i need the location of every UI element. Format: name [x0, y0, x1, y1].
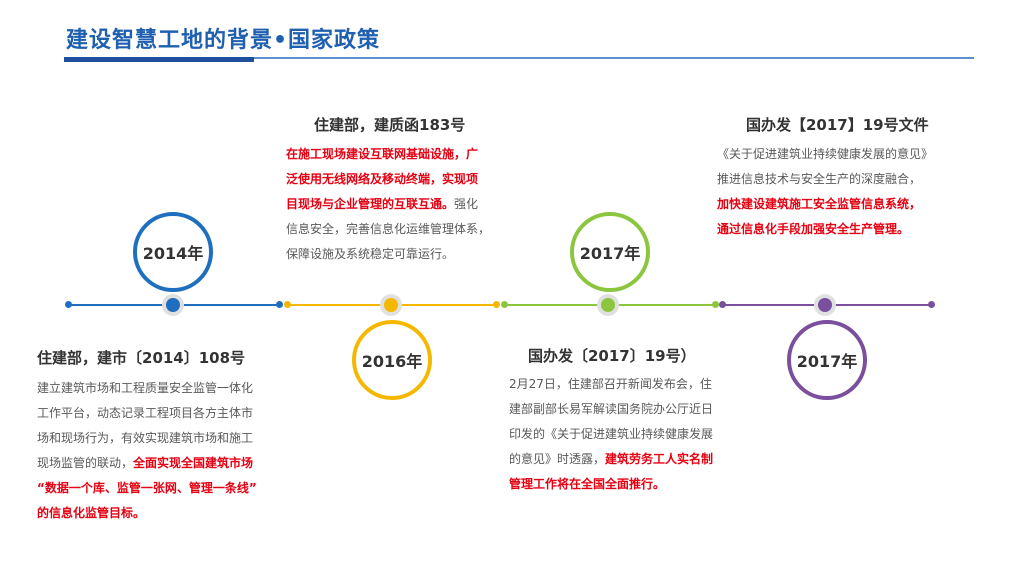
highlight-text: “数据一个库、监管一张网、管理一条线” [37, 481, 257, 495]
highlight-text: 目现场与企业管理的互联互通。 [286, 197, 455, 211]
text-line: 加快建设建筑施工安全监管信息系统， [717, 192, 957, 217]
highlight-text: 管理工作将在全国全面推行。 [509, 477, 666, 491]
timeline-node-2017-a [597, 294, 619, 316]
timeline-end-dot [284, 301, 291, 308]
body-text: 现场监管的联动， [37, 456, 134, 470]
title-underline [64, 57, 974, 59]
title-underline-accent [64, 57, 254, 62]
timeline-node-2014 [162, 294, 184, 316]
text-line: 2月27日，住建部召开新闻发布会，住 [509, 372, 739, 397]
highlight-text: 在施工现场建设互联网基础设施，广 [286, 147, 479, 161]
text-line: 通过信息化手段加强安全生产管理。 [717, 217, 957, 242]
year-circle-2014: 2014年 [133, 212, 213, 292]
body-text: 印发的《关于促进建筑业持续健康发展 [509, 427, 714, 441]
event-text-2014: 建立建筑市场和工程质量安全监管一体化工作平台，动态记录工程项目各方主体市场和现场… [37, 376, 297, 526]
body-text: 信息安全，完善信息化运维管理体系， [286, 222, 491, 236]
highlight-text: 全面实现全国建筑市场 [133, 456, 254, 470]
highlight-text: 的信息化监管目标。 [37, 506, 146, 520]
event-text-2017-a: 2月27日，住建部召开新闻发布会，住建部副部长易军解读国务院办公厅近日印发的《关… [509, 372, 739, 497]
highlight-text: 建筑劳务工人实名制 [605, 452, 714, 466]
body-text: 建立建筑市场和工程质量安全监管一体化 [37, 381, 254, 395]
event-heading-2014: 住建部，建市〔2014〕108号 [37, 349, 246, 367]
timeline-end-dot [493, 301, 500, 308]
text-line: 现场监管的联动，全面实现全国建筑市场 [37, 451, 297, 476]
year-circle-2016: 2016年 [352, 320, 432, 400]
year-circle-2017-a: 2017年 [570, 212, 650, 292]
text-line: 场和现场行为，有效实现建筑市场和施工 [37, 426, 297, 451]
text-line: 保障设施及系统稳定可靠运行。 [286, 242, 516, 267]
text-line: 的意见》时透露，建筑劳务工人实名制 [509, 447, 739, 472]
event-heading-2017-a: 国办发〔2017〕19号） [528, 347, 696, 365]
body-text: 强化 [454, 197, 479, 211]
timeline-node-2017-b [814, 294, 836, 316]
body-text: 场和现场行为，有效实现建筑市场和施工 [37, 431, 254, 445]
text-line: 在施工现场建设互联网基础设施，广 [286, 142, 516, 167]
body-text: 建部副部长易军解读国务院办公厅近日 [509, 402, 714, 416]
event-heading-2017-b: 国办发【2017】19号文件 [746, 116, 929, 134]
timeline-end-dot [712, 301, 719, 308]
body-text: 保障设施及系统稳定可靠运行。 [286, 247, 455, 261]
text-line: 目现场与企业管理的互联互通。强化 [286, 192, 516, 217]
body-text: 《关于促进建筑业持续健康发展的意见》 [717, 147, 934, 161]
event-text-2017-b: 《关于促进建筑业持续健康发展的意见》推进信息技术与安全生产的深度融合， 加快建设建… [717, 142, 957, 242]
text-line: 工作平台，动态记录工程项目各方主体市 [37, 401, 297, 426]
event-text-2016: 在施工现场建设互联网基础设施，广泛使用无线网络及移动终端，实现项目现场与企业管理… [286, 142, 516, 267]
body-text: 推进信息技术与安全生产的深度融合， [717, 172, 922, 186]
page-title: 建设智慧工地的背景•国家政策 [66, 28, 381, 53]
text-line: 推进信息技术与安全生产的深度融合， [717, 167, 957, 192]
timeline-node-2016 [380, 294, 402, 316]
text-line: 管理工作将在全国全面推行。 [509, 472, 739, 497]
text-line: 建立建筑市场和工程质量安全监管一体化 [37, 376, 297, 401]
timeline-end-dot [501, 301, 508, 308]
timeline-end-dot [719, 301, 726, 308]
event-heading-2016: 住建部，建质函183号 [314, 116, 466, 134]
text-line: “数据一个库、监管一张网、管理一条线” [37, 476, 297, 501]
timeline-end-dot [928, 301, 935, 308]
body-text: 的意见》时透露， [509, 452, 606, 466]
highlight-text: 加快建设建筑施工安全监管信息系统， [717, 197, 922, 211]
highlight-text: 泛使用无线网络及移动终端，实现项 [286, 172, 479, 186]
timeline-end-dot [276, 301, 283, 308]
text-line: 《关于促进建筑业持续健康发展的意见》 [717, 142, 957, 167]
text-line: 泛使用无线网络及移动终端，实现项 [286, 167, 516, 192]
text-line: 的信息化监管目标。 [37, 501, 297, 526]
body-text: 工作平台，动态记录工程项目各方主体市 [37, 406, 254, 420]
text-line: 信息安全，完善信息化运维管理体系， [286, 217, 516, 242]
year-circle-2017-b: 2017年 [787, 320, 867, 400]
text-line: 印发的《关于促进建筑业持续健康发展 [509, 422, 739, 447]
highlight-text: 通过信息化手段加强安全生产管理。 [717, 222, 910, 236]
timeline-end-dot [65, 301, 72, 308]
body-text: 2月27日，住建部召开新闻发布会，住 [509, 377, 712, 391]
text-line: 建部副部长易军解读国务院办公厅近日 [509, 397, 739, 422]
